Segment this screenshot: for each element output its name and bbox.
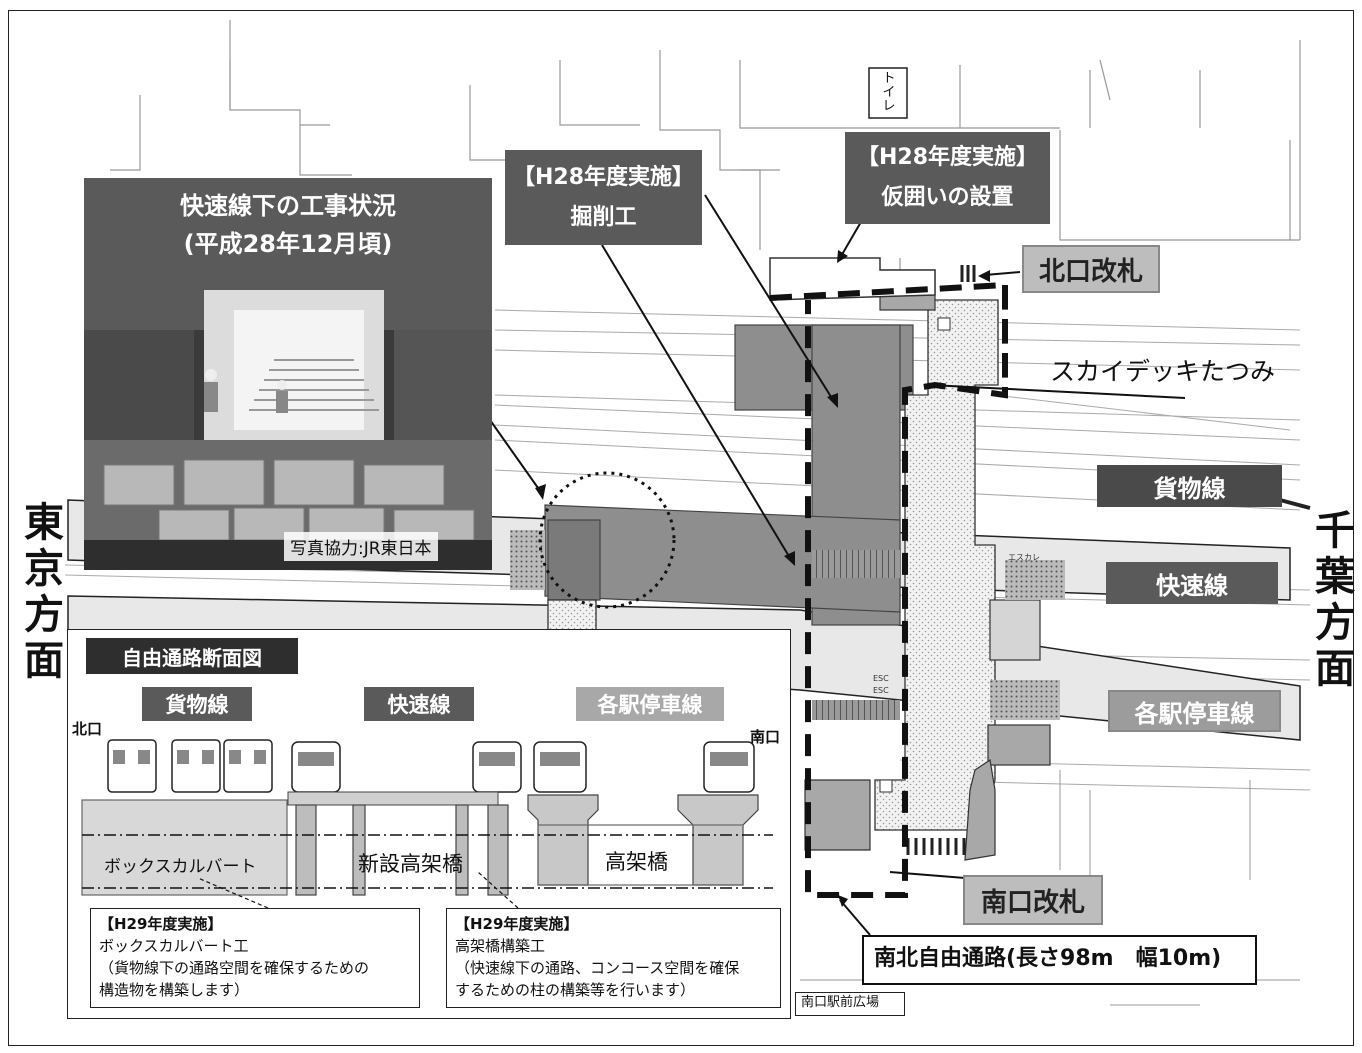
note-box-culvert: 【H29年度実施】 ボックスカルバート工 （貨物線下の通路空間を確保するための … bbox=[90, 908, 420, 1008]
cross-section-title: 自由通路断面図 bbox=[86, 638, 298, 674]
section-rapid-label: 快速線 bbox=[364, 687, 474, 721]
new-viaduct-label: 新設高架橋 bbox=[358, 852, 463, 876]
esc-label-2: ESC bbox=[873, 686, 889, 695]
fence-callout: 【H28年度実施】 仮囲いの設置 bbox=[845, 132, 1050, 224]
leader-arrows bbox=[489, 194, 1186, 936]
note2-line3: するための柱の構築等を行います） bbox=[455, 981, 696, 999]
south-gate-label: 南口改札 bbox=[963, 875, 1103, 925]
freight-line-label: 貨物線 bbox=[1097, 465, 1282, 507]
passage-boundary bbox=[769, 281, 1008, 898]
fence-label: 仮囲いの設置 bbox=[881, 185, 1014, 210]
photo-panel-date: (平成28年12月頃) bbox=[183, 230, 393, 258]
south-plaza-label: 南口駅前広場 bbox=[795, 992, 905, 1016]
north-gate-label: 北口改札 bbox=[1022, 245, 1160, 293]
note1-line3: 構造物を構築します） bbox=[99, 981, 250, 999]
excavation-area bbox=[544, 324, 914, 626]
excavation-tag: 【H28年度実施】 bbox=[512, 164, 695, 190]
section-south-label: 南口 bbox=[750, 728, 781, 746]
cross-section-drawing bbox=[81, 739, 773, 909]
direction-tokyo: 東京方面 bbox=[24, 500, 64, 684]
note2-line1: 高架橋構築工 bbox=[455, 937, 546, 955]
note-viaduct: 【H29年度実施】 高架橋構築工 （快速線下の通路、コンコース空間を確保 するた… bbox=[446, 908, 781, 1008]
toilet-box bbox=[868, 67, 908, 119]
train-icons bbox=[107, 739, 755, 793]
viaduct-label: 高架橋 bbox=[605, 850, 668, 874]
local-line-label: 各駅停車線 bbox=[1108, 690, 1281, 732]
train-windows bbox=[113, 750, 748, 766]
rapid-line-label: 快速線 bbox=[1106, 562, 1278, 604]
excavation-label: 掘削工 bbox=[570, 204, 637, 230]
construction-photo: 写真協力:JR東日本 bbox=[84, 270, 492, 570]
cross-section-panel: 自由通路断面図 貨物線 快速線 各駅停車線 北口 南口 bbox=[67, 629, 791, 1019]
fence-tag: 【H28年度実施】 bbox=[856, 145, 1039, 170]
note1-tag: 【H29年度実施】 bbox=[99, 915, 223, 933]
direction-chiba: 千葉方面 bbox=[1315, 508, 1355, 692]
photo-panel-header: 快速線下の工事状況 (平成28年12月頃) bbox=[84, 178, 492, 272]
photo-panel-title: 快速線下の工事状況 bbox=[180, 192, 396, 220]
section-north-label: 北口 bbox=[72, 720, 103, 738]
box-culvert bbox=[81, 799, 288, 896]
arrow-heads bbox=[535, 250, 990, 907]
note1-line2: （貨物線下の通路空間を確保するための bbox=[99, 959, 370, 977]
viaduct-piers bbox=[527, 794, 759, 886]
section-freight-label: 貨物線 bbox=[142, 687, 252, 721]
building-outlines bbox=[110, 20, 1301, 290]
excavation-callout: 【H28年度実施】 掘削工 bbox=[505, 150, 702, 245]
section-local-label: 各駅停車線 bbox=[576, 687, 724, 721]
note2-line2: （快速線下の通路、コンコース空間を確保 bbox=[455, 959, 740, 977]
sky-deck-label: スカイデッキたつみ bbox=[1050, 357, 1276, 386]
escalator-small-label: エスカレ bbox=[1008, 553, 1040, 562]
esc-label-1: ESC bbox=[873, 674, 889, 683]
viaduct-columns bbox=[295, 804, 509, 896]
photo-credit: 写真協力:JR東日本 bbox=[284, 532, 438, 561]
station-blocks bbox=[804, 269, 1065, 861]
toilet-label: トイレ bbox=[882, 71, 896, 114]
passage-label: 南北自由通路(長さ98m 幅10m) bbox=[862, 935, 1257, 985]
photo-location-circle bbox=[538, 471, 676, 609]
box-culvert-label: ボックスカルバート bbox=[104, 857, 257, 877]
note2-tag: 【H29年度実施】 bbox=[455, 915, 579, 933]
note1-line1: ボックスカルバート工 bbox=[99, 937, 249, 955]
